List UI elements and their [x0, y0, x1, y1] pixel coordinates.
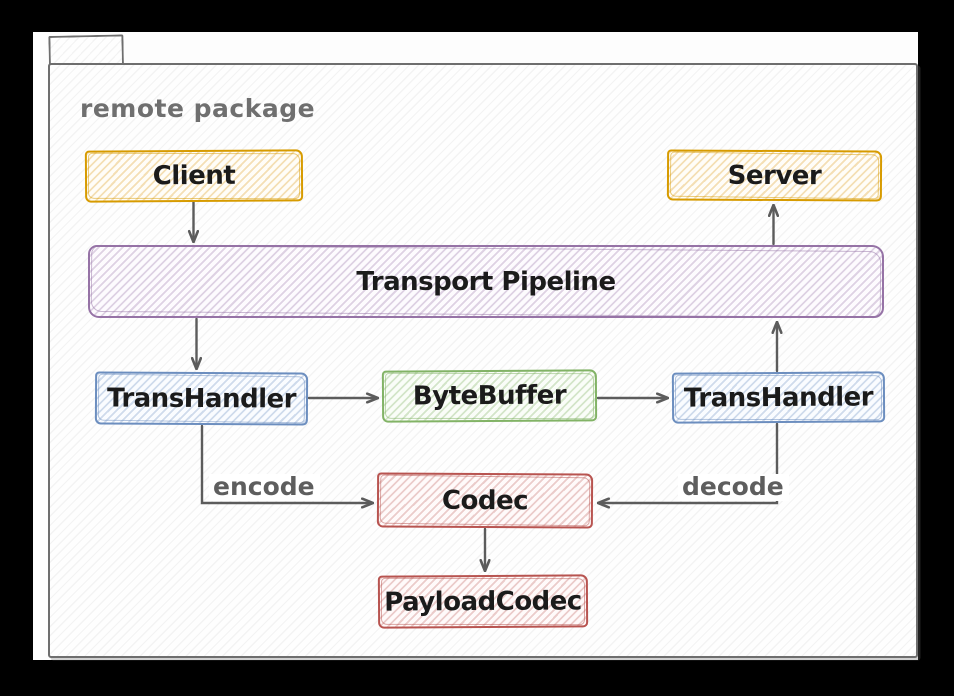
node-transport-pipeline[interactable]: Transport Pipeline — [88, 245, 884, 318]
node-transhandler-left-label: TransHandler — [106, 383, 297, 414]
node-transhandler-right[interactable]: TransHandler — [671, 371, 886, 424]
diagram-canvas: remote package encode decode Client — [33, 32, 918, 660]
edge-label-encode[interactable]: encode — [209, 474, 320, 501]
node-server[interactable]: Server — [666, 149, 883, 202]
edge-label-decode[interactable]: decode — [678, 474, 789, 501]
node-client[interactable]: Client — [84, 149, 304, 203]
node-transhandler-right-label: TransHandler — [683, 381, 874, 414]
node-bytebuffer[interactable]: ByteBuffer — [381, 369, 598, 423]
node-codec[interactable]: Codec — [376, 472, 594, 529]
node-client-label: Client — [152, 160, 236, 192]
package-label: remote package — [80, 94, 316, 123]
node-payloadcodec-label: PayloadCodec — [384, 585, 582, 618]
node-server-label: Server — [727, 160, 822, 191]
node-transport-pipeline-label: Transport Pipeline — [356, 266, 616, 297]
node-transhandler-left[interactable]: TransHandler — [94, 371, 309, 426]
node-bytebuffer-label: ByteBuffer — [412, 380, 567, 412]
node-payloadcodec[interactable]: PayloadCodec — [377, 574, 589, 629]
node-codec-label: Codec — [441, 485, 529, 516]
